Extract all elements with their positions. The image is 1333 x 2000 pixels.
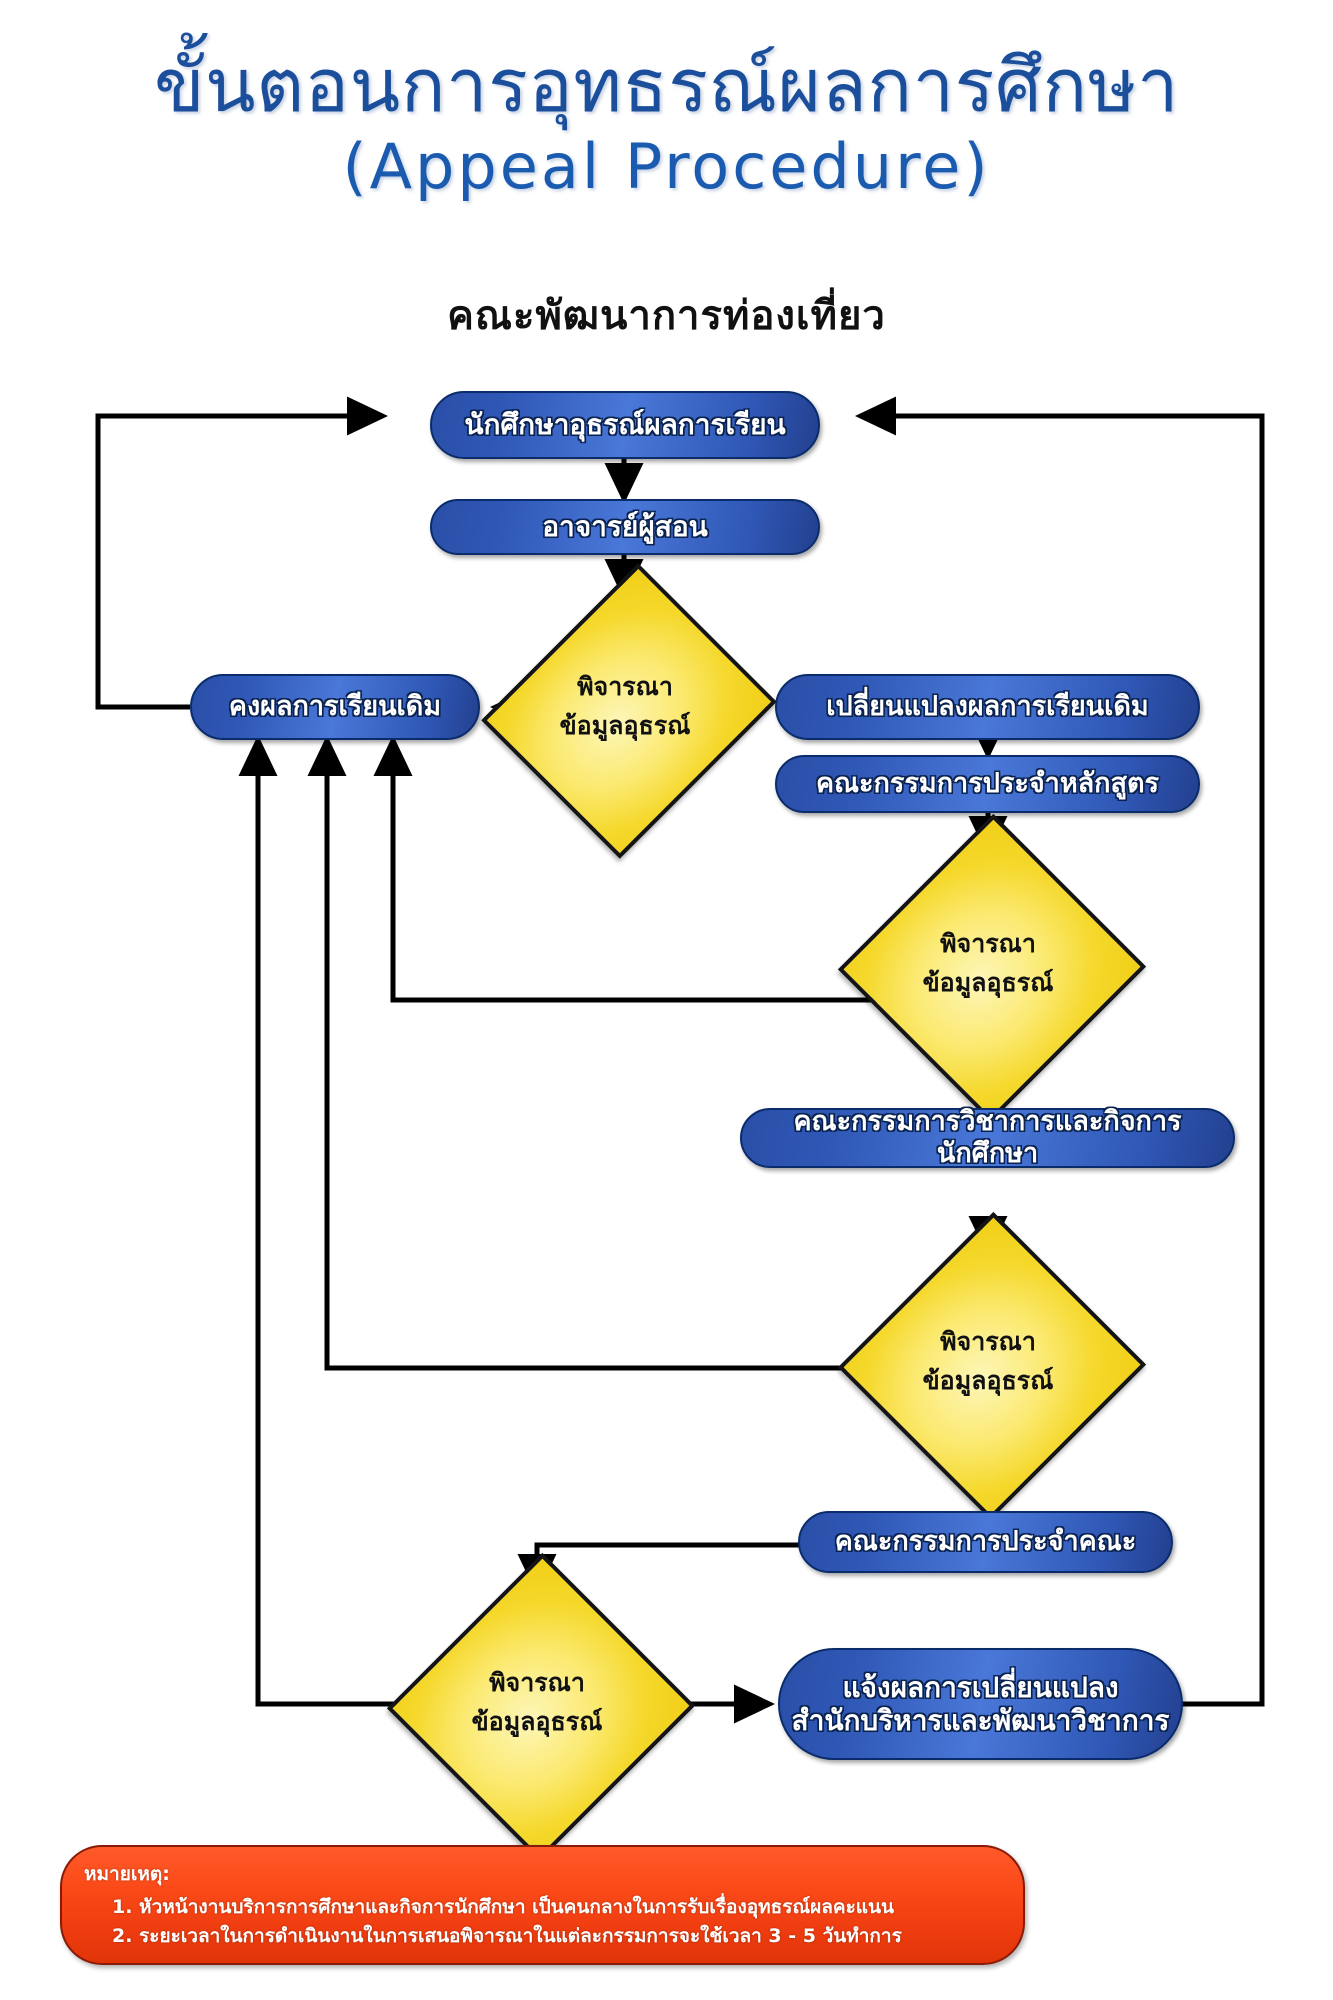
node-program-committee[interactable]: คณะกรรมการประจำหลักสูตร xyxy=(775,755,1200,813)
decision-3-line2: ข้อมูลอุธรณ์ xyxy=(922,1366,1054,1395)
decision-1[interactable]: พิจารณา ข้อมูลอุธรณ์ xyxy=(481,563,777,859)
node-keep-original-grade-label: คงผลการเรียนเดิม xyxy=(228,691,442,723)
decision-3[interactable]: พิจารณา ข้อมูลอุธรณ์ xyxy=(837,1211,1147,1521)
decision-2[interactable]: พิจารณา ข้อมูลอุธรณ์ xyxy=(837,813,1147,1123)
node-academic-student-affairs-committee-label: คณะกรรมการวิชาการและกิจการนักศึกษา xyxy=(793,1106,1182,1169)
note-box: หมายเหตุ: 1. หัวหน้างานบริการการศึกษาและ… xyxy=(60,1845,1025,1965)
decision-4[interactable]: พิจารณา ข้อมูลอุธรณ์ xyxy=(386,1552,696,1862)
node-program-committee-label: คณะกรรมการประจำหลักสูตร xyxy=(815,768,1160,800)
note-item-1: 1. หัวหน้างานบริการการศึกษาและกิจการนักศ… xyxy=(112,1896,895,1918)
node-notify-change[interactable]: แจ้งผลการเปลี่ยนแปลง สำนักบริหารและพัฒนา… xyxy=(778,1648,1183,1760)
node-student-appeal-label: นักศึกษาอุธรณ์ผลการเรียน xyxy=(464,408,786,442)
page-title: ขั้นตอนการอุทธรณ์ผลการศึกษา (Appeal Proc… xyxy=(0,43,1333,203)
title-thai: ขั้นตอนการอุทธรณ์ผลการศึกษา xyxy=(153,43,1180,129)
node-notify-change-line2: สำนักบริหารและพัฒนาวิชาการ xyxy=(791,1704,1170,1737)
decision-4-line1: พิจารณา xyxy=(489,1668,585,1698)
node-keep-original-grade[interactable]: คงผลการเรียนเดิม xyxy=(190,674,480,740)
decision-3-label: พิจารณา ข้อมูลอุธรณ์ xyxy=(923,1323,1054,1401)
note-heading: หมายเหตุ: xyxy=(84,1863,170,1885)
decision-4-label: พิจารณา ข้อมูลอุธรณ์ xyxy=(472,1664,603,1742)
node-faculty-committee-label: คณะกรรมการประจำคณะ xyxy=(834,1526,1137,1558)
decision-1-line1: พิจารณา xyxy=(577,672,673,702)
node-instructor[interactable]: อาจารย์ผู้สอน xyxy=(430,499,820,555)
node-instructor-label: อาจารย์ผู้สอน xyxy=(542,510,708,544)
node-student-appeal[interactable]: นักศึกษาอุธรณ์ผลการเรียน xyxy=(430,391,820,459)
node-faculty-committee[interactable]: คณะกรรมการประจำคณะ xyxy=(798,1511,1173,1573)
node-change-original-grade-label: เปลี่ยนแปลงผลการเรียนเดิม xyxy=(826,691,1149,723)
decision-2-line2: ข้อมูลอุธรณ์ xyxy=(922,968,1054,997)
title-english: (Appeal Procedure) xyxy=(342,129,991,203)
node-notify-change-line1: แจ้งผลการเปลี่ยนแปลง xyxy=(842,1670,1119,1704)
decision-1-line2: ข้อมูลอุธรณ์ xyxy=(559,711,691,740)
subtitle-faculty: คณะพัฒนาการท่องเที่ยว xyxy=(447,293,886,339)
decision-2-line1: พิจารณา xyxy=(940,929,1036,959)
decision-2-label: พิจารณา ข้อมูลอุธรณ์ xyxy=(923,925,1054,1003)
decision-4-line2: ข้อมูลอุธรณ์ xyxy=(471,1707,603,1736)
decision-1-label: พิจารณา ข้อมูลอุธรณ์ xyxy=(560,668,691,746)
decision-3-line1: พิจารณา xyxy=(940,1327,1036,1357)
note-item-2: 2. ระยะเวลาในการดำเนินงานในการเสนอพิจารณ… xyxy=(112,1924,902,1947)
node-change-original-grade[interactable]: เปลี่ยนแปลงผลการเรียนเดิม xyxy=(775,674,1200,740)
node-academic-student-affairs-committee[interactable]: คณะกรรมการวิชาการและกิจการนักศึกษา xyxy=(740,1106,1235,1169)
